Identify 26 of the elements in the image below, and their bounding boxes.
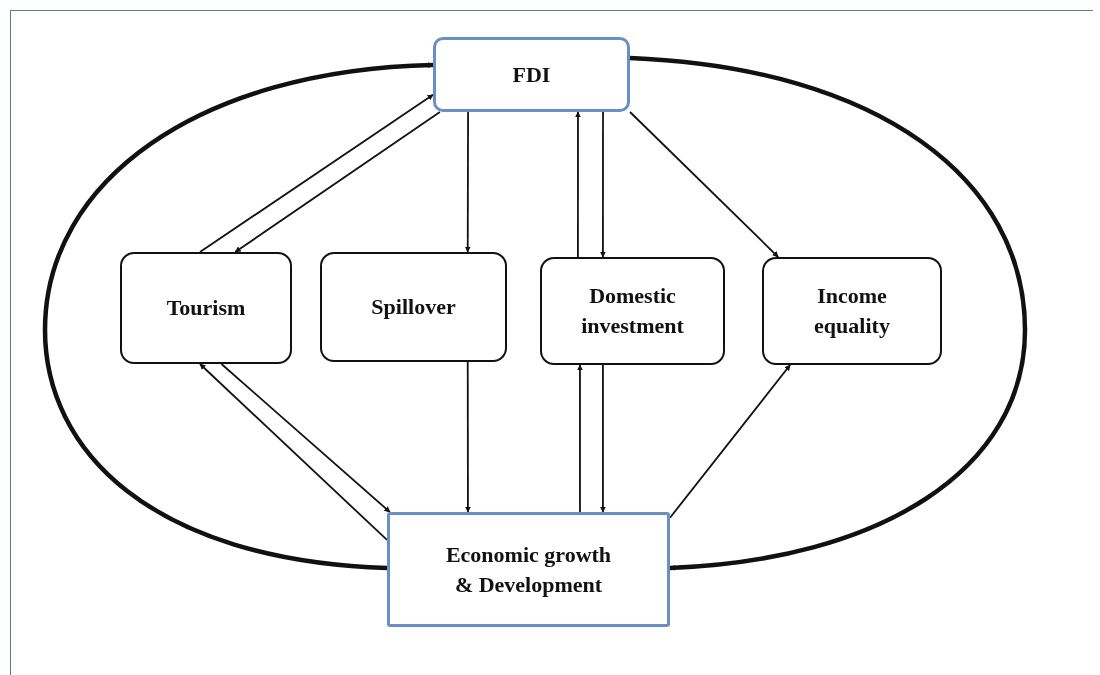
process-box <box>120 252 292 364</box>
process-box <box>540 257 725 365</box>
arrow <box>464 361 471 513</box>
box-label: FDI <box>512 60 551 89</box>
process-box <box>762 257 942 365</box>
box-label: Tourism <box>166 294 246 323</box>
arrow <box>629 55 1028 571</box>
process-box <box>387 512 670 627</box>
box-label: Income equality <box>813 282 891 340</box>
arrow <box>669 364 791 519</box>
box-label: Domestic investment <box>580 282 685 340</box>
box-label: Spillover <box>371 293 456 322</box>
arrow <box>576 364 583 513</box>
arrow <box>199 363 388 541</box>
arrow <box>234 111 441 253</box>
arrow <box>464 111 471 253</box>
process-box <box>320 252 507 362</box>
arrow <box>629 111 780 258</box>
box-label: Economic growth & Development <box>444 540 613 599</box>
arrow <box>575 111 581 258</box>
arrow <box>599 111 606 258</box>
arrow <box>220 363 391 513</box>
arrow <box>199 93 434 253</box>
arrow <box>599 364 606 513</box>
arrow <box>42 62 434 571</box>
process-box <box>433 37 630 112</box>
